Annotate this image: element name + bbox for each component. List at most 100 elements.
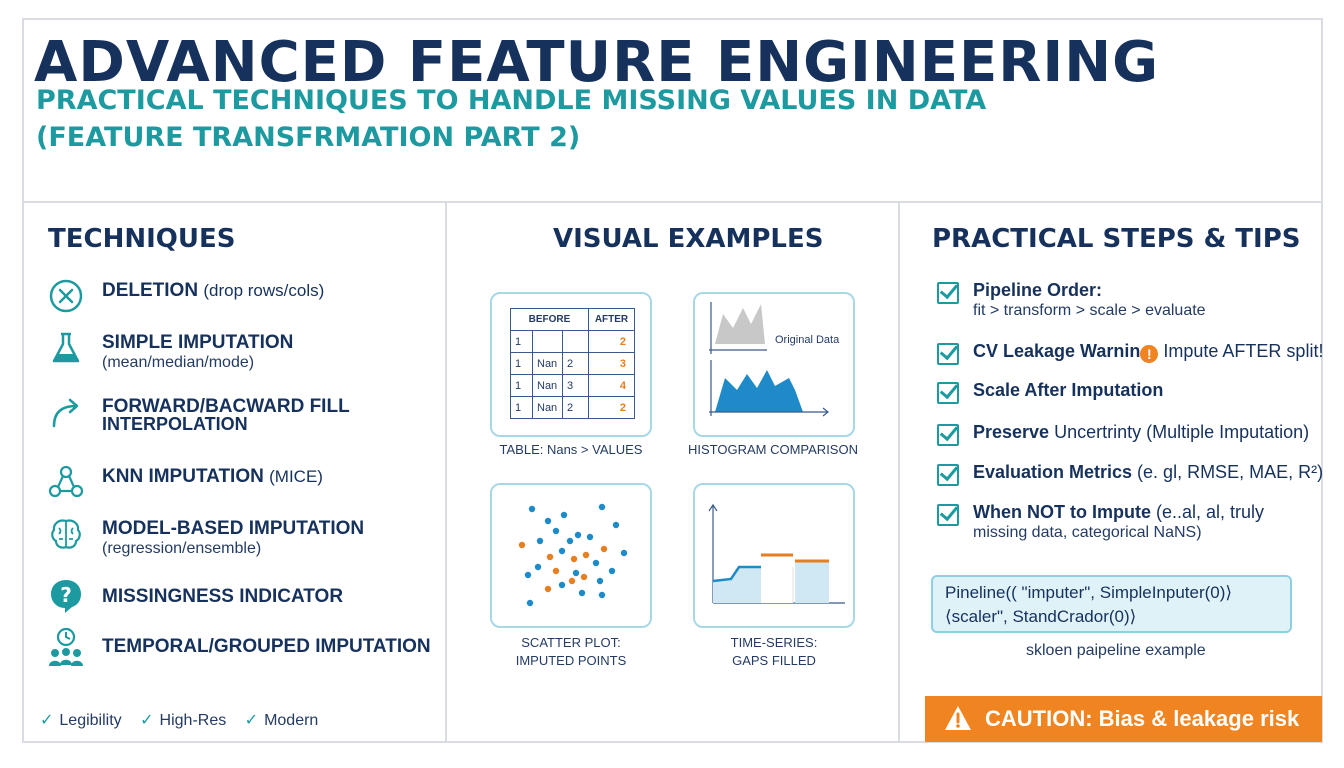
- scatter-point: [578, 589, 586, 597]
- check-icon: ✓: [40, 712, 54, 729]
- table-header-before: BEFORE: [510, 308, 589, 331]
- table-row: 1 Nan 3 4: [510, 374, 635, 397]
- page-subtitle: PRACTICAL TECHNIQUES TO HANDLE MISSING V…: [36, 82, 986, 156]
- technique-paren: (MICE): [269, 467, 323, 486]
- checkbox-icon: [937, 282, 959, 304]
- circle-x-icon: [49, 279, 83, 313]
- subtitle-line-1: PRACTICAL TECHNIQUES TO HANDLE MISSING V…: [36, 85, 987, 116]
- scatter-point: [544, 517, 552, 525]
- tips-heading: PRACTICAL STEPS & TIPS: [932, 224, 1301, 254]
- check-item: ✓High-Res: [140, 712, 227, 729]
- infographic-frame: [22, 18, 1323, 743]
- checkbox-icon: [937, 343, 959, 365]
- scatter-point: [572, 569, 580, 577]
- scatter-point: [528, 505, 536, 513]
- technique-knn: KNN IMPUTATION (MICE): [48, 464, 438, 514]
- technique-name: SIMPLE IMPUTATION: [102, 332, 294, 353]
- clock-group-icon: [49, 627, 83, 666]
- tip-sub: fit > transform > scale > evaluate: [973, 302, 1206, 319]
- scatter-point: [600, 545, 608, 553]
- scatter-point: [582, 551, 590, 559]
- scatter-point: [524, 571, 532, 579]
- technique-sub: INTERPOLATION: [102, 414, 248, 434]
- technique-name: KNN IMPUTATION: [102, 466, 264, 487]
- column-divider-1: [445, 203, 447, 743]
- table-header-after: AFTER: [588, 308, 635, 331]
- scatter-point: [536, 537, 544, 545]
- column-divider-2: [898, 203, 900, 743]
- table-example-card: BEFORE AFTER 1 2 1 Nan 2 3 1 Nan 3 4 1 N…: [490, 292, 652, 437]
- scatter-point: [612, 521, 620, 529]
- timeseries-example-card: [693, 483, 855, 628]
- scatter-point: [534, 563, 542, 571]
- tip-sub: missing data, categorical NaNS): [973, 524, 1202, 541]
- timeseries-caption: TIME-SERIES: GAPS FILLED: [730, 635, 818, 668]
- check-icon: ✓: [244, 712, 259, 729]
- code-caption: skloen paipeline example: [1026, 642, 1206, 659]
- technique-model-based: MODEL-BASED IMPUTATION (regression/ensem…: [48, 516, 438, 566]
- subtitle-line-2: (FEATURE TRANSFRMATION PART 2): [36, 122, 581, 153]
- scatter-plot: [518, 503, 628, 607]
- technique-temporal-grouped: TEMPORAL/GROUPED IMPUTATION: [48, 626, 438, 676]
- scatter-point: [608, 567, 616, 575]
- table-row: 1 Nan 2 3: [510, 352, 635, 375]
- caution-text: CAUTION: Bias & leakage risk: [985, 706, 1300, 731]
- technique-forward-fill: FORWARD/BACWARD FILL INTERPOLATION: [48, 394, 438, 444]
- technique-name: FORWARD/BACWARD FILL: [102, 396, 350, 417]
- scatter-point: [546, 553, 554, 561]
- scatter-point: [558, 547, 566, 555]
- technique-paren: (drop rows/cols): [203, 281, 325, 300]
- checkbox-icon: [937, 382, 959, 404]
- caution-banner: CAUTION: Bias & leakage risk: [925, 696, 1322, 742]
- scatter-point: [552, 567, 560, 575]
- scatter-point: [526, 599, 534, 607]
- technique-missingness-indicator: ? MISSINGNESS INDICATOR: [48, 578, 438, 628]
- technique-name: TEMPORAL/GROUPED IMPUTATION: [102, 636, 431, 657]
- warning-icon: !: [1140, 345, 1159, 363]
- histogram-label: Original Data: [775, 334, 840, 346]
- before-after-table: BEFORE AFTER 1 2 1 Nan 2 3 1 Nan 3 4 1 N…: [510, 308, 635, 419]
- table-row: 1 2: [510, 330, 635, 353]
- scatter-point: [574, 531, 582, 539]
- network-icon: [48, 465, 84, 498]
- brain-icon: [51, 519, 81, 549]
- svg-text:?: ?: [60, 583, 72, 607]
- scatter-point: [560, 511, 568, 519]
- technique-sub: (mean/median/mode): [102, 354, 255, 371]
- scatter-example-card: [490, 483, 652, 628]
- technique-name: MISSINGNESS INDICATOR: [102, 586, 344, 607]
- scatter-point: [598, 503, 606, 511]
- scatter-caption: SCATTER PLOT: IMPUTED POINTS: [515, 635, 627, 668]
- page-title: ADVANCED FEATURE ENGINEERING: [34, 30, 1160, 95]
- table-caption: TABLE: Nans > VALUES: [499, 442, 643, 457]
- check-icon: ✓: [140, 712, 154, 729]
- scatter-point: [568, 577, 576, 585]
- scatter-point: [552, 527, 560, 535]
- techniques-heading: TECHNIQUES: [48, 224, 236, 254]
- technique-sub: (regression/ensemble): [102, 540, 262, 557]
- scatter-point: [596, 577, 604, 585]
- timeseries-graphic: [708, 503, 845, 604]
- checkbox-icon: [937, 464, 959, 486]
- check-item: ✓Legibility: [40, 712, 122, 729]
- technique-name: DELETION: [102, 280, 199, 301]
- check-item: ✓Modern: [244, 712, 319, 729]
- quality-checks: ✓Legibility ✓High-Res ✓Modern: [40, 710, 332, 730]
- technique-simple-imputation: SIMPLE IMPUTATION (mean/median/mode): [48, 330, 438, 380]
- scatter-point: [620, 549, 628, 557]
- code-line-1: Pineline(( "imputer", SimpleInputer(0)⟩: [945, 583, 1233, 602]
- warning-triangle-icon: [945, 706, 971, 730]
- technique-deletion: DELETION (drop rows/cols): [48, 278, 438, 328]
- scatter-point: [586, 533, 594, 541]
- histogram-caption: HISTOGRAM COMPARISON: [688, 442, 858, 457]
- histogram-example-card: Original Data: [693, 292, 855, 437]
- scatter-point: [566, 537, 574, 545]
- scatter-point: [570, 555, 578, 563]
- histogram-graphic: [709, 302, 829, 417]
- scatter-point: [592, 559, 600, 567]
- scatter-point: [544, 585, 552, 593]
- header: [22, 18, 1323, 203]
- scatter-point: [558, 581, 566, 589]
- scatter-point: [580, 573, 588, 581]
- code-snippet: Pineline(( "imputer", SimpleInputer(0)⟩ …: [931, 575, 1292, 633]
